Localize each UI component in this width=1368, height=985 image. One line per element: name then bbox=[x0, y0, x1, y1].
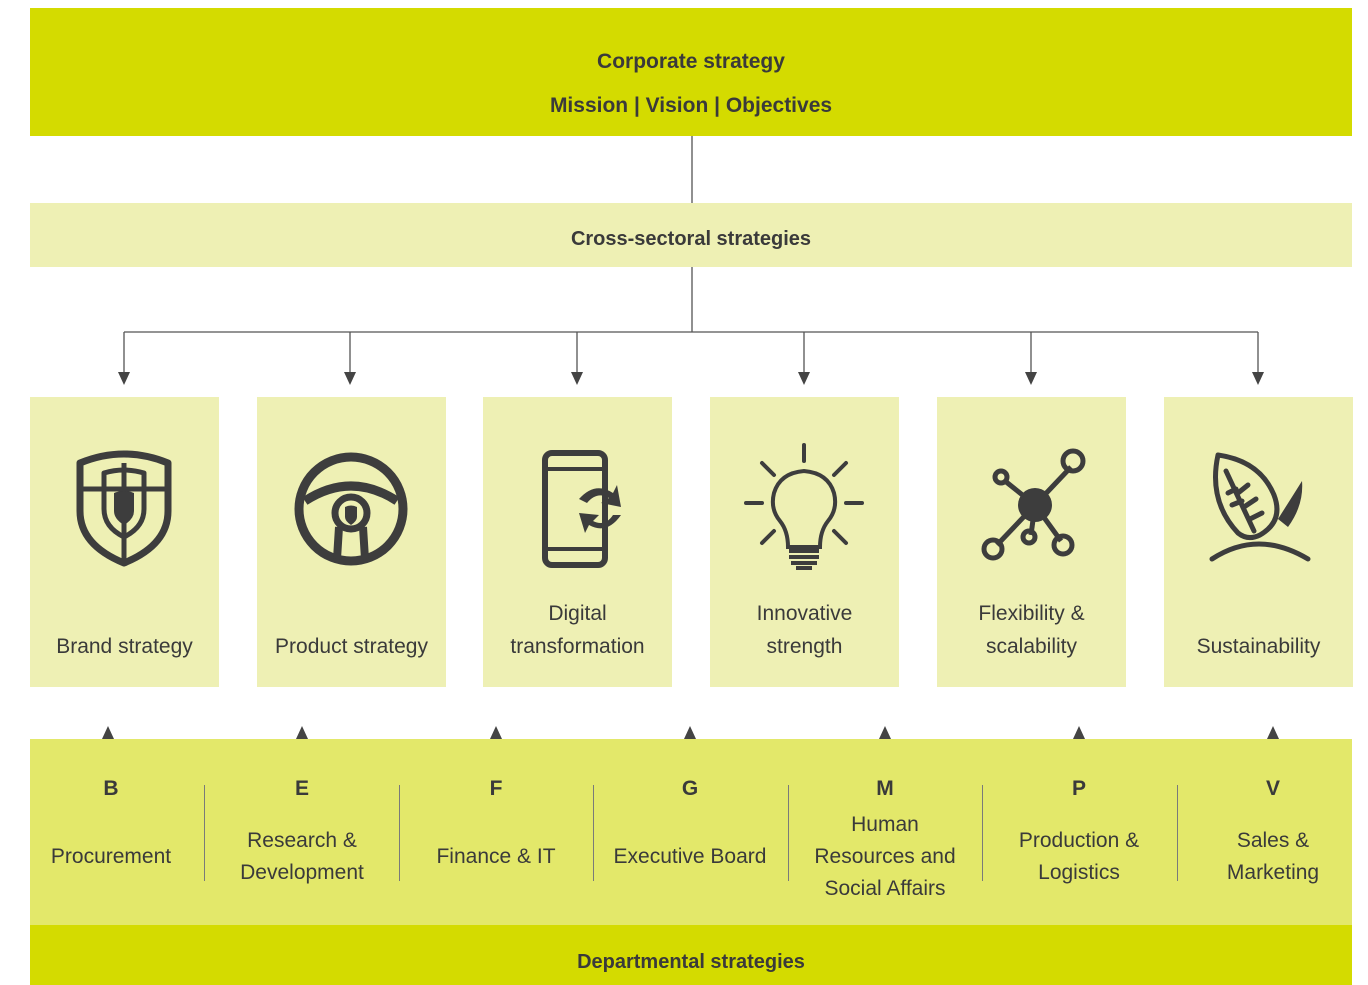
department-name: Human Resources and Social Affairs bbox=[814, 813, 956, 900]
department-letter: V bbox=[1265, 777, 1280, 800]
strategy-label: Flexibility & scalability bbox=[978, 602, 1085, 658]
department-M: M Human Resources and Social Affairs bbox=[788, 739, 982, 925]
department-F: F Finance & IT bbox=[399, 739, 593, 925]
up-arrow-7 bbox=[1267, 726, 1279, 739]
cross-sectoral-band: Cross-sectoral strategies bbox=[30, 203, 1352, 267]
down-arrow-5 bbox=[1025, 372, 1037, 385]
leaf-icon bbox=[1209, 452, 1311, 562]
strategy-label: Innovative strength bbox=[756, 602, 853, 658]
strategy-card-brand: Brand strategy bbox=[30, 397, 219, 687]
corporate-strategy-band: Corporate strategy Mission | Vision | Ob… bbox=[30, 8, 1352, 136]
department-letter: P bbox=[1071, 777, 1086, 800]
down-arrow-4 bbox=[798, 372, 810, 385]
shield-icon bbox=[76, 450, 172, 567]
department-divider bbox=[204, 785, 205, 881]
strategy-label: Product strategy bbox=[275, 635, 428, 658]
strategy-card-flexibility: Flexibility & scalability bbox=[937, 397, 1126, 687]
down-arrow-2 bbox=[344, 372, 356, 385]
steering-wheel-icon bbox=[294, 452, 408, 566]
department-divider bbox=[1177, 785, 1178, 881]
departmental-strategies-title: Departmental strategies bbox=[577, 951, 805, 973]
department-G: G Executive Board bbox=[593, 739, 787, 925]
department-letter: B bbox=[103, 777, 119, 800]
corporate-strategy-title: Corporate strategy bbox=[597, 50, 785, 73]
strategy-label: Sustainability bbox=[1196, 635, 1321, 658]
department-name: Procurement bbox=[50, 845, 172, 868]
department-letter: E bbox=[294, 777, 309, 800]
network-nodes-icon bbox=[981, 448, 1086, 561]
strategy-label: Brand strategy bbox=[56, 635, 193, 658]
down-arrow-3 bbox=[571, 372, 583, 385]
department-letter: G bbox=[681, 777, 699, 800]
department-letter: F bbox=[489, 777, 503, 800]
department-B: B Procurement bbox=[14, 739, 208, 925]
strategy-card-innovation: Innovative strength bbox=[710, 397, 899, 687]
strategy-label: Digital transformation bbox=[510, 602, 645, 658]
department-divider bbox=[399, 785, 400, 881]
department-name: Research & Development bbox=[240, 829, 364, 884]
up-arrow-6 bbox=[1073, 726, 1085, 739]
department-divider bbox=[788, 785, 789, 881]
department-P: P Production & Logistics bbox=[982, 739, 1176, 925]
department-name: Finance & IT bbox=[436, 845, 556, 868]
up-arrow-5 bbox=[879, 726, 891, 739]
department-divider bbox=[593, 785, 594, 881]
cross-sectoral-title: Cross-sectoral strategies bbox=[570, 228, 812, 250]
down-arrow-6 bbox=[1252, 372, 1264, 385]
department-divider bbox=[982, 785, 983, 881]
departments-band: B Procurement E Research & Development F… bbox=[30, 739, 1352, 925]
department-name: Production & Logistics bbox=[1018, 829, 1140, 884]
department-V: V Sales & Marketing bbox=[1176, 739, 1368, 925]
smartphone-sync-icon bbox=[542, 450, 621, 568]
department-name: Sales & Marketing bbox=[1226, 829, 1320, 884]
department-E: E Research & Development bbox=[205, 739, 399, 925]
strategy-card-digital: Digital transformation bbox=[483, 397, 672, 687]
department-letter: M bbox=[876, 777, 894, 800]
corporate-strategy-subtitle: Mission | Vision | Objectives bbox=[549, 94, 833, 117]
up-arrow-3 bbox=[490, 726, 502, 739]
strategy-card-product: Product strategy bbox=[257, 397, 446, 687]
up-arrow-4 bbox=[684, 726, 696, 739]
up-arrow-2 bbox=[296, 726, 308, 739]
department-name: Executive Board bbox=[613, 845, 767, 868]
departmental-strategies-band: Departmental strategies bbox=[30, 925, 1352, 985]
strategy-card-sustainability: Sustainability bbox=[1164, 397, 1353, 687]
down-arrow-1 bbox=[118, 372, 130, 385]
up-arrow-1 bbox=[102, 726, 114, 739]
lightbulb-icon bbox=[744, 443, 864, 570]
